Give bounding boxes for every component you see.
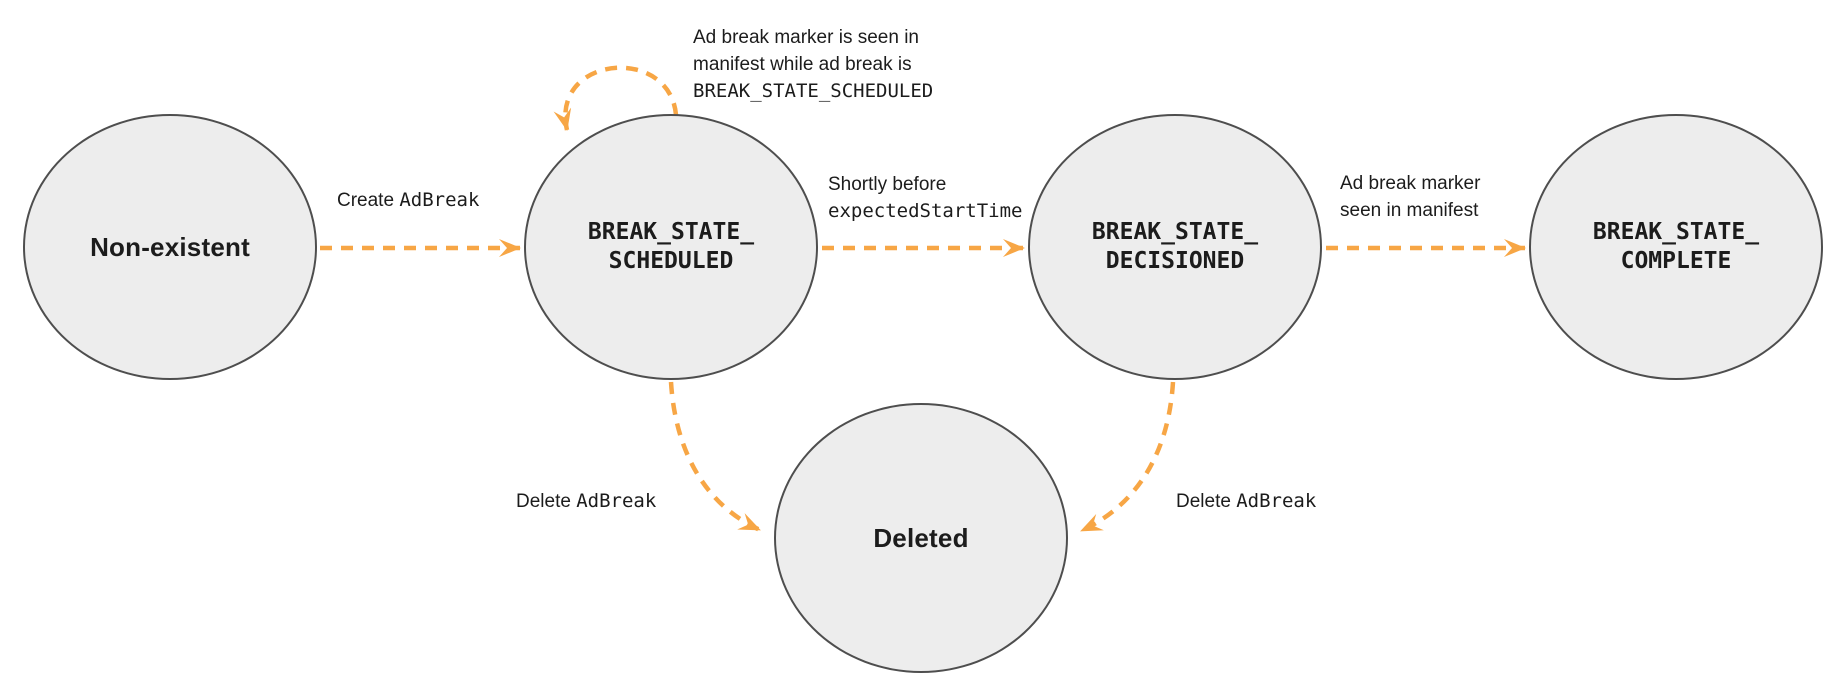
edge-delete-from-scheduled: [668, 381, 761, 533]
label-text: Create: [337, 190, 400, 211]
label-code-line: expectedStartTime: [828, 200, 1023, 222]
state-label-break-state-complete: BREAK_STATE_ COMPLETE: [1593, 218, 1759, 276]
state-label-break-state-decisioned: BREAK_STATE_ DECISIONED: [1092, 218, 1258, 276]
state-node-non-existent: Non-existent: [23, 114, 317, 380]
edge-self-loop-scheduled: [553, 65, 679, 131]
state-label-line: BREAK_STATE_: [1091, 219, 1259, 245]
state-label-line: BREAK_STATE_: [1592, 219, 1760, 245]
label-text-line: Ad break marker: [1340, 173, 1481, 194]
label-code: AdBreak: [399, 189, 480, 211]
label-text-line: Ad break marker is seen in: [693, 27, 919, 48]
state-node-break-state-complete: BREAK_STATE_ COMPLETE: [1529, 114, 1823, 380]
edge-label-delete-from-scheduled: Delete AdBreak: [516, 488, 656, 515]
label-code: AdBreak: [1236, 490, 1317, 512]
label-code: AdBreak: [576, 490, 657, 512]
label-code-line: BREAK_STATE_SCHEDULED: [693, 80, 934, 102]
edge-label-self-loop: Ad break marker is seen in manifest whil…: [693, 24, 933, 105]
state-node-deleted: Deleted: [774, 403, 1068, 673]
edge-delete-from-decisioned: [1080, 381, 1176, 534]
state-label-line: DECISIONED: [1105, 248, 1245, 274]
edge-label-delete-from-decisioned: Delete AdBreak: [1176, 488, 1316, 515]
label-text-line: Shortly before: [828, 174, 947, 195]
label-text: Delete: [1176, 491, 1237, 512]
state-node-break-state-decisioned: BREAK_STATE_ DECISIONED: [1028, 114, 1322, 380]
state-label-line: SCHEDULED: [608, 248, 734, 274]
label-text: Delete: [516, 491, 577, 512]
label-text-line: seen in manifest: [1340, 200, 1479, 221]
edge-label-create-adbreak: Create AdBreak: [337, 187, 479, 214]
state-label-line: BREAK_STATE_: [587, 219, 755, 245]
state-label-deleted: Deleted: [873, 522, 969, 553]
state-label-line: COMPLETE: [1620, 248, 1732, 274]
label-text-line: manifest while ad break is: [693, 54, 912, 75]
state-label-non-existent: Non-existent: [90, 231, 250, 262]
edge-label-shortly-before: Shortly before expectedStartTime: [828, 171, 1022, 225]
edge-label-marker-seen: Ad break marker seen in manifest: [1340, 170, 1480, 224]
state-node-break-state-scheduled: BREAK_STATE_ SCHEDULED: [524, 114, 818, 380]
state-label-break-state-scheduled: BREAK_STATE_ SCHEDULED: [588, 218, 754, 276]
